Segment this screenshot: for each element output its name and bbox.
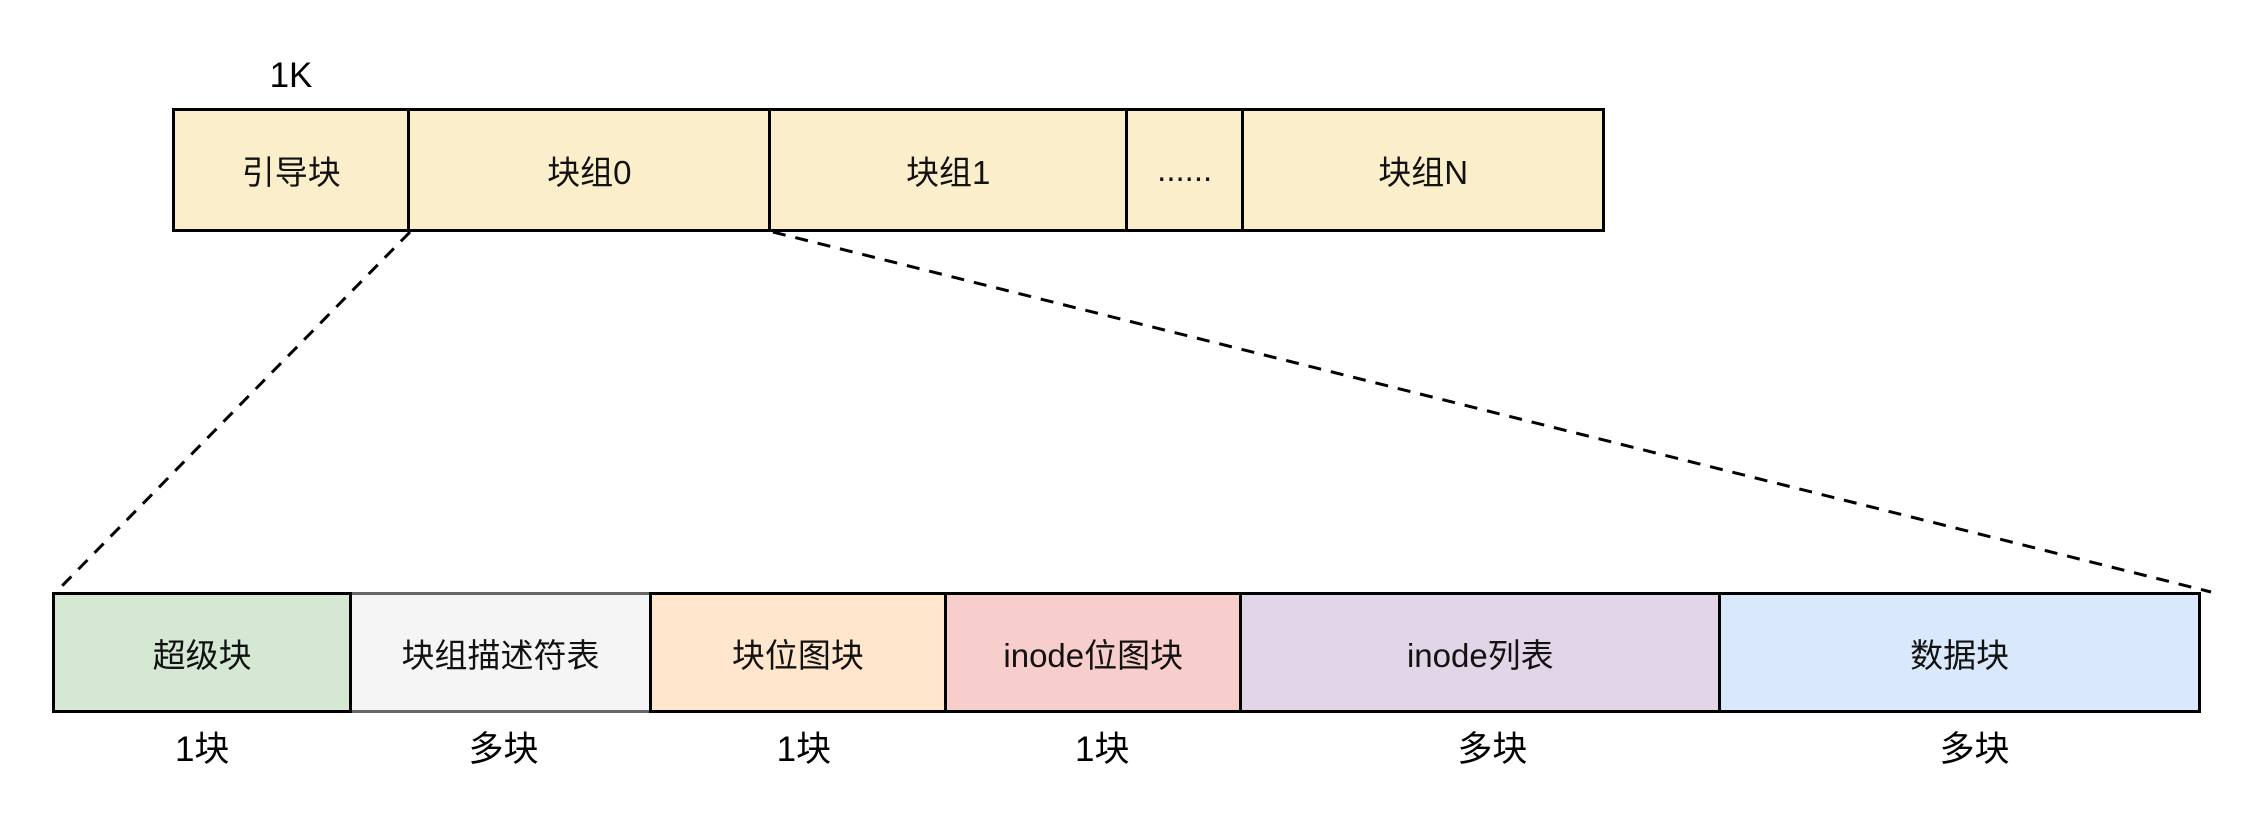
segment-block-group-0: 块组0 bbox=[407, 108, 772, 232]
count-block-bitmap: 1块 bbox=[776, 729, 832, 769]
segment-block-group-n: 块组N bbox=[1241, 108, 1605, 232]
count-data-blocks: 多块 bbox=[1939, 729, 2010, 769]
count-inode-bitmap: 1块 bbox=[1075, 729, 1130, 769]
block-group-detail-bar: 超级块 块组描述符表 块位图块 inode位图块 inode列表 数据块 bbox=[52, 592, 2216, 713]
expansion-connector-right bbox=[772, 230, 2212, 594]
segment-block-group-1: 块组1 bbox=[768, 108, 1129, 232]
segment-block-bitmap: 块位图块 bbox=[648, 592, 948, 713]
segment-boot-block: 引导块 bbox=[172, 108, 411, 232]
segment-data-blocks: 数据块 bbox=[1718, 592, 2201, 713]
block-size-label: 1K bbox=[269, 56, 313, 95]
segment-group-descriptor-table: 块组描述符表 bbox=[349, 592, 652, 713]
disk-layout-bar: 引导块 块组0 块组1 ...... 块组N bbox=[172, 108, 1617, 232]
count-group-descriptor-table: 多块 bbox=[468, 729, 539, 769]
block-count-row: 1块 多块 1块 1块 多块 多块 bbox=[52, 720, 2216, 772]
segment-ellipsis: ...... bbox=[1125, 108, 1245, 232]
segment-super-block: 超级块 bbox=[52, 592, 353, 713]
segment-inode-bitmap: inode位图块 bbox=[944, 592, 1243, 713]
count-inode-table: 多块 bbox=[1457, 729, 1528, 769]
count-super-block: 1块 bbox=[174, 729, 230, 769]
segment-inode-table: inode列表 bbox=[1239, 592, 1722, 713]
expansion-connector-left bbox=[54, 230, 412, 594]
